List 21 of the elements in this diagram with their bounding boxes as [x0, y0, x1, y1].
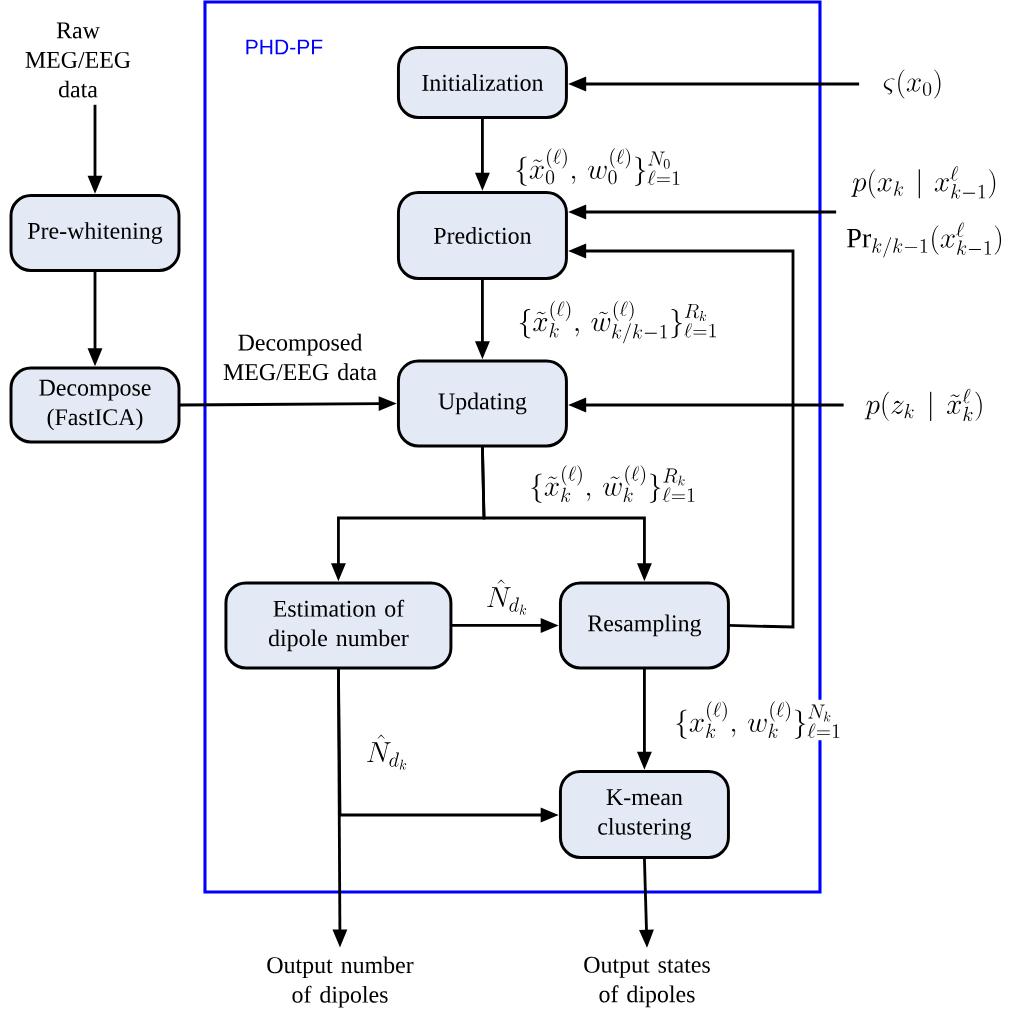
edge-label: $\hat{N}_{d_k}$ — [484, 578, 530, 616]
edge-label: $\{x_k^{(\ell)},\, w_k^{(\ell)}\}_{\ell=1}^{N_k}$ — [672, 699, 844, 741]
edge-label: $\{\tilde{x}_k^{(\ell)},\, \tilde{w}_k^{(\ell)}\}_{\ell=1}^{R_k}$ — [527, 463, 699, 505]
edge-label: Decomposed MEG/EEG data — [213, 332, 387, 382]
process-box: Decompose (FastICA) — [9, 366, 181, 444]
process-box: K-mean clustering — [558, 770, 730, 859]
process-box: Pre-whitening — [9, 194, 181, 272]
input-formula: $p(z_k \mid \tilde{x}_k^{\ell})$ — [864, 388, 982, 422]
process-box: Estimation of dipole number — [224, 581, 453, 670]
input-output-text: Output number of dipoles — [267, 956, 414, 1008]
input-formula: $p(x_k \mid x_{k-1}^{\ell})$ $\mathrm{Pr}_{k/k-1}(x_{k-1}^{\ell})$ — [847, 166, 1002, 258]
process-box: Resampling — [558, 581, 730, 670]
process-box: Initialization — [396, 46, 568, 119]
process-box: Prediction — [396, 191, 568, 280]
process-box: Updating — [396, 359, 568, 448]
input-formula: $\varsigma(x_0)$ — [883, 69, 941, 99]
input-output-text: Output states of dipoles — [584, 956, 710, 1008]
edge-label: $\hat{N}_{d_k}$ — [364, 733, 410, 771]
input-output-text: Raw MEG/EEG data — [25, 22, 131, 98]
edge-label: $\{\tilde{x}_k^{(\ell)},\, \tilde{w}_{k/k-1}^{(\ell)}\}_{\ell=1}^{R_k}$ — [516, 299, 720, 345]
edge-label: $\{\tilde{x}_0^{(\ell)},\, w_0^{(\ell)}\}_{\ell=1}^{N_0}$ — [512, 146, 684, 188]
